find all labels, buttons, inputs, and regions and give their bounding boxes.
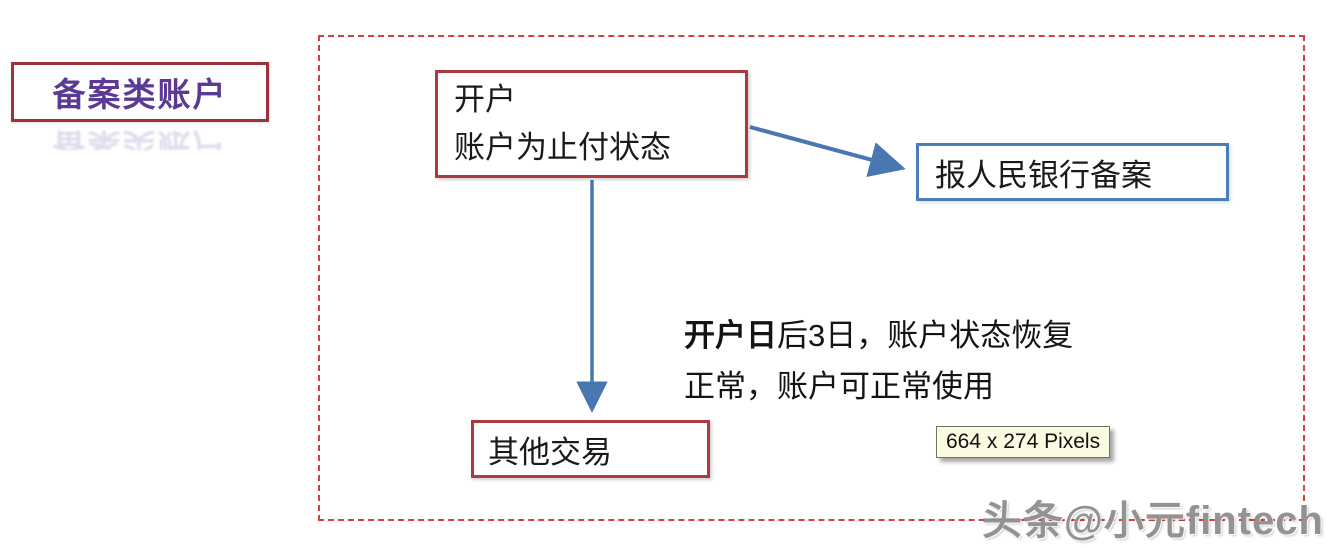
node-other-transactions-text: 其他交易 (488, 434, 612, 470)
category-label-box: 备案类账户 (11, 62, 269, 122)
category-label-text: 备案类账户 (52, 76, 228, 113)
node-other-transactions: 其他交易 (471, 420, 710, 478)
dashed-boundary-frame (318, 35, 1305, 521)
image-size-tooltip: 664 x 274 Pixels (936, 426, 1111, 458)
image-size-tooltip-text: 664 x 274 Pixels (946, 430, 1101, 453)
recovery-note: 开户日后3日，账户状态恢复 正常，账户可正常使用 (684, 310, 1204, 412)
watermark-text: 头条@小元fintech (981, 499, 1324, 543)
recovery-note-line1-rest: 后3日，账户状态恢复 (777, 318, 1074, 353)
node-open-account: 开户 账户为止付状态 (435, 70, 748, 178)
category-label-reflection: 备案类账户 (52, 127, 228, 150)
node-open-account-line1: 开户 (454, 82, 516, 117)
recovery-note-line2: 正常，账户可正常使用 (684, 369, 994, 404)
recovery-note-line1: 开户日后3日，账户状态恢复 (684, 310, 1204, 361)
node-open-account-line2: 账户为止付状态 (454, 130, 671, 165)
recovery-note-bold: 开户日 (684, 318, 777, 353)
node-pboc-filing: 报人民银行备案 (916, 143, 1229, 201)
node-pboc-filing-text: 报人民银行备案 (935, 157, 1152, 193)
